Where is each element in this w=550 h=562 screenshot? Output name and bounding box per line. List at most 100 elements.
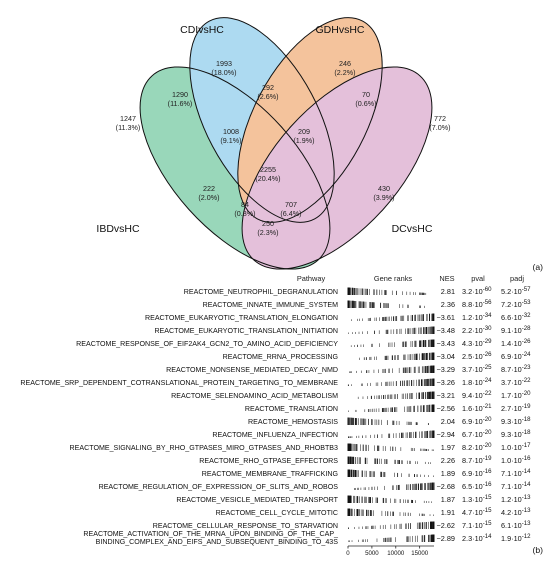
- region-count: 2255: [260, 165, 276, 174]
- padj-value: 4.2·10-13: [501, 507, 531, 517]
- pval-exponent: -29: [483, 338, 492, 345]
- gsea-row: REACTOME_SRP_DEPENDENT_COTRANSLATIONAL_P…: [20, 377, 531, 387]
- gsea-row: REACTOME_SELENOAMINO_ACID_METABOLISM−3.2…: [171, 390, 531, 400]
- pval-times: ·10: [472, 495, 483, 504]
- padj-exponent: -23: [522, 364, 531, 371]
- padj-value: 9.3·10-18: [501, 416, 531, 426]
- region-count: 772: [434, 114, 446, 123]
- pval-value: 4.3·10-29: [462, 338, 492, 348]
- pval-times: ·10: [472, 404, 483, 413]
- padj-mantissa: 1.7: [501, 391, 511, 400]
- pval-exponent: -14: [483, 533, 492, 540]
- padj-times: ·10: [511, 391, 522, 400]
- pathway-name-line2: BINDING_COMPLEX_AND_EIFS_AND_SUBSEQUENT_…: [96, 538, 339, 546]
- venn-region-counts: 1993(18.0%)246(2.2%)292(2.6%)1290(11.6%)…: [116, 59, 451, 237]
- padj-times: ·10: [511, 313, 522, 322]
- padj-value: 7.2·10-53: [501, 299, 531, 309]
- padj-value: 8.7·10-23: [501, 364, 531, 374]
- pval-mantissa: 8.7: [462, 456, 472, 465]
- padj-mantissa: 1.0: [501, 443, 511, 452]
- gene-rank-barcode: [347, 287, 427, 295]
- region-count: 222: [203, 184, 215, 193]
- pathway-name: REACTOME_REGULATION_OF_EXPRESSION_OF_SLI…: [99, 483, 339, 491]
- padj-exponent: -22: [522, 377, 531, 384]
- region-count: 246: [339, 59, 351, 68]
- padj-mantissa: 7.2: [501, 300, 511, 309]
- pathway-name-line1: REACTOME_ACTIVATION_OF_THE_MRNA_UPON_BIN…: [83, 530, 339, 538]
- region-count: 70: [362, 90, 370, 99]
- pval-times: ·10: [472, 508, 483, 517]
- pval-times: ·10: [472, 339, 483, 348]
- padj-mantissa: 6.6: [501, 313, 511, 322]
- pval-mantissa: 3.7: [462, 365, 472, 374]
- padj-mantissa: 1.9: [501, 534, 511, 543]
- pval-value: 1.2·10-34: [462, 312, 492, 322]
- gene-rank-barcode: [357, 391, 435, 399]
- region-count: 292: [262, 83, 274, 92]
- padj-times: ·10: [511, 287, 522, 296]
- pval-mantissa: 3.2: [462, 287, 472, 296]
- pval-times: ·10: [472, 287, 483, 296]
- pval-times: ·10: [472, 326, 483, 335]
- pval-times: ·10: [472, 365, 483, 374]
- padj-mantissa: 9.3: [501, 417, 511, 426]
- region-percent: (2.0%): [198, 193, 219, 202]
- padj-exponent: -18: [522, 429, 531, 436]
- pval-mantissa: 4.7: [462, 508, 472, 517]
- pval-value: 9.4·10-22: [462, 390, 492, 400]
- pathway-name: REACTOME_SELENOAMINO_ACID_METABOLISM: [171, 392, 338, 400]
- pval-times: ·10: [472, 430, 483, 439]
- region-count: 1247: [120, 114, 136, 123]
- nes-value: 2.36: [441, 300, 455, 309]
- pval-times: ·10: [472, 352, 483, 361]
- pval-value: 8.2·10-20: [462, 442, 492, 452]
- pval-exponent: -56: [483, 299, 492, 306]
- pval-mantissa: 1.6: [462, 404, 472, 413]
- header-gene-ranks: Gene ranks: [374, 274, 413, 283]
- padj-exponent: -13: [522, 494, 531, 501]
- pval-value: 1.8·10-24: [462, 377, 492, 387]
- gene-rank-barcode: [347, 443, 434, 451]
- pval-exponent: -19: [483, 455, 492, 462]
- padj-value: 7.1·10-14: [501, 481, 531, 491]
- pval-times: ·10: [472, 443, 483, 452]
- padj-times: ·10: [511, 508, 522, 517]
- pval-mantissa: 8.8: [462, 300, 472, 309]
- pval-value: 4.7·10-15: [462, 507, 492, 517]
- region-percent: (18.0%): [211, 68, 236, 77]
- padj-mantissa: 6.1: [501, 521, 511, 530]
- region-count: 1290: [172, 90, 188, 99]
- pval-exponent: -25: [483, 364, 492, 371]
- gene-rank-barcode: [350, 339, 435, 347]
- nes-value: −3.29: [437, 365, 455, 374]
- gsea-row: REACTOME_NONSENSE_MEDIATED_DECAY_NMD−3.2…: [166, 364, 531, 374]
- pval-mantissa: 9.4: [462, 391, 472, 400]
- padj-exponent: -13: [522, 507, 531, 514]
- pathway-name: REACTOME_CELL_CYCLE_MITOTIC: [216, 509, 338, 517]
- venn-outlines: [139, 17, 433, 270]
- padj-times: ·10: [511, 365, 522, 374]
- pathway-name: REACTOME_HEMOSTASIS: [248, 418, 338, 426]
- padj-times: ·10: [511, 430, 522, 439]
- padj-exponent: -26: [522, 338, 531, 345]
- pval-times: ·10: [472, 378, 483, 387]
- padj-exponent: -32: [522, 312, 531, 319]
- region-percent: (0.8%): [234, 209, 255, 218]
- pval-exponent: -21: [483, 403, 492, 410]
- padj-times: ·10: [511, 482, 522, 491]
- padj-exponent: -20: [522, 390, 531, 397]
- padj-times: ·10: [511, 521, 522, 530]
- padj-value: 7.1·10-14: [501, 468, 531, 478]
- padj-mantissa: 1.4: [501, 339, 511, 348]
- padj-mantissa: 6.9: [501, 352, 511, 361]
- nes-value: 1.97: [441, 443, 455, 452]
- venn-ellipses: [140, 17, 432, 270]
- gene-rank-barcode: [348, 326, 435, 334]
- nes-value: 2.26: [441, 456, 455, 465]
